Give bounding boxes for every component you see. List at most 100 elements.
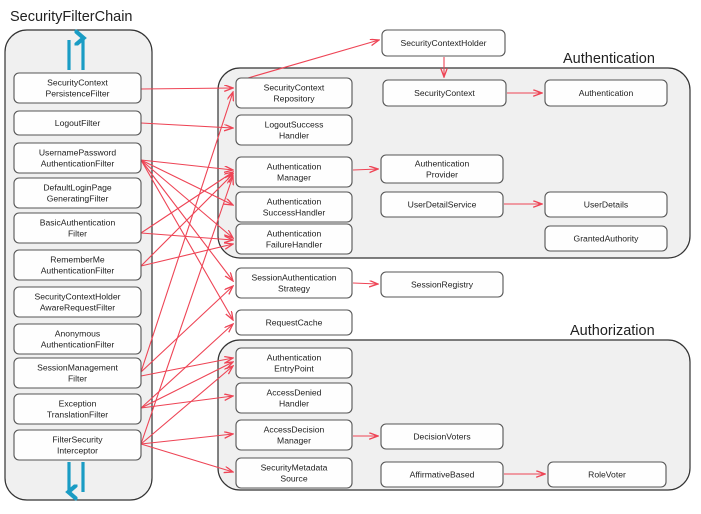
edge-a1-to-sch: [247, 40, 379, 79]
edge-f5-to-a3: [140, 172, 233, 234]
edge-f10-to-z2: [140, 396, 233, 409]
node-label: SecurityContext: [414, 88, 475, 98]
node-label: FilterSecurity: [52, 435, 103, 445]
node-label: SecurityContext: [47, 78, 108, 88]
edge-connectors: [140, 40, 545, 474]
node-label: SessionRegistry: [411, 280, 474, 290]
node-f2[interactable]: LogoutFilter: [13, 110, 142, 136]
node-label: Manager: [277, 173, 311, 183]
edge-f3-to-a5: [140, 159, 233, 238]
node-label: GrantedAuthority: [574, 234, 640, 244]
node-sc[interactable]: SecurityContext: [382, 79, 507, 107]
edge-f9-to-sas: [140, 286, 233, 373]
node-label: Strategy: [278, 284, 311, 294]
node-label: SessionManagement: [37, 363, 118, 373]
node-ga[interactable]: GrantedAuthority: [544, 225, 668, 252]
node-sch[interactable]: SecurityContextHolder: [381, 29, 506, 57]
group-title-authorization: Authorization: [570, 323, 655, 339]
node-label: AuthenticationFilter: [41, 340, 115, 350]
node-sr[interactable]: SessionRegistry: [380, 271, 504, 298]
edge-a3-to-ap: [352, 169, 378, 170]
edge-f5-to-a5: [140, 232, 233, 240]
node-label: AccessDecision: [264, 425, 325, 435]
node-rc[interactable]: RequestCache: [235, 309, 353, 336]
node-label: UserDetails: [584, 200, 628, 210]
node-label: LogoutSuccess: [265, 120, 324, 130]
node-label: BasicAuthentication: [40, 218, 116, 228]
node-label: SecurityContext: [264, 83, 325, 93]
node-label: Handler: [279, 399, 309, 409]
node-label: RoleVoter: [588, 470, 626, 480]
node-label: Source: [280, 474, 307, 484]
edge-f3-to-a3: [140, 159, 233, 170]
node-label: Authentication: [579, 88, 634, 98]
edge-f11-to-z4: [140, 443, 233, 472]
node-label: Anonymous: [55, 329, 100, 339]
node-label: Manager: [277, 436, 311, 446]
node-label: AwareRequestFilter: [40, 303, 115, 313]
group-titles: SecurityFilterChainAuthenticationAuthori…: [10, 9, 655, 339]
group-title-filterchain: SecurityFilterChain: [10, 9, 133, 25]
node-label: Authentication: [267, 162, 322, 172]
node-label: GeneratingFilter: [47, 194, 109, 204]
node-label: SessionAuthentication: [251, 273, 336, 283]
node-label: Provider: [426, 170, 458, 180]
edge-f11-to-z1: [140, 366, 233, 445]
node-label: AccessDenied: [267, 388, 322, 398]
node-ab[interactable]: AffirmativeBased: [380, 461, 504, 488]
node-label: FailureHandler: [266, 240, 323, 250]
edge-f6-to-a5: [140, 244, 233, 267]
edge-f11-to-z3: [140, 434, 233, 445]
diagram-nodes: SecurityContextPersistenceFilterLogoutFi…: [13, 29, 668, 489]
node-label: SecurityContextHolder: [401, 38, 487, 48]
node-uds[interactable]: UserDetailService: [380, 191, 504, 218]
node-label: AuthenticationFilter: [41, 266, 115, 276]
node-label: Exception: [59, 399, 97, 409]
node-label: PersistenceFilter: [46, 89, 110, 99]
node-auth[interactable]: Authentication: [544, 79, 668, 107]
edge-f3-to-a4: [140, 159, 233, 205]
group-title-authentication: Authentication: [563, 51, 655, 67]
node-label: SecurityContextHolder: [35, 292, 121, 302]
node-label: Authentication: [267, 229, 322, 239]
node-label: AffirmativeBased: [410, 470, 475, 480]
node-label: UserDetailService: [408, 200, 477, 210]
node-label: Interceptor: [57, 446, 98, 456]
node-ud[interactable]: UserDetails: [544, 191, 668, 218]
node-label: RememberMe: [50, 255, 105, 265]
node-dv[interactable]: DecisionVoters: [380, 423, 504, 450]
node-label: LogoutFilter: [55, 118, 101, 128]
node-label: SuccessHandler: [263, 208, 326, 218]
edge-f6-to-a3: [140, 174, 233, 267]
edge-f11-to-a3: [140, 176, 233, 445]
node-label: SecurityMetadata: [261, 463, 328, 473]
node-label: UsernamePassword: [39, 148, 117, 158]
node-label: Repository: [273, 94, 315, 104]
edge-f1-to-a1: [140, 88, 233, 89]
node-rv[interactable]: RoleVoter: [547, 461, 667, 488]
node-label: Filter: [68, 229, 87, 239]
node-label: Filter: [68, 374, 87, 384]
edge-f10-to-rc: [140, 324, 233, 409]
